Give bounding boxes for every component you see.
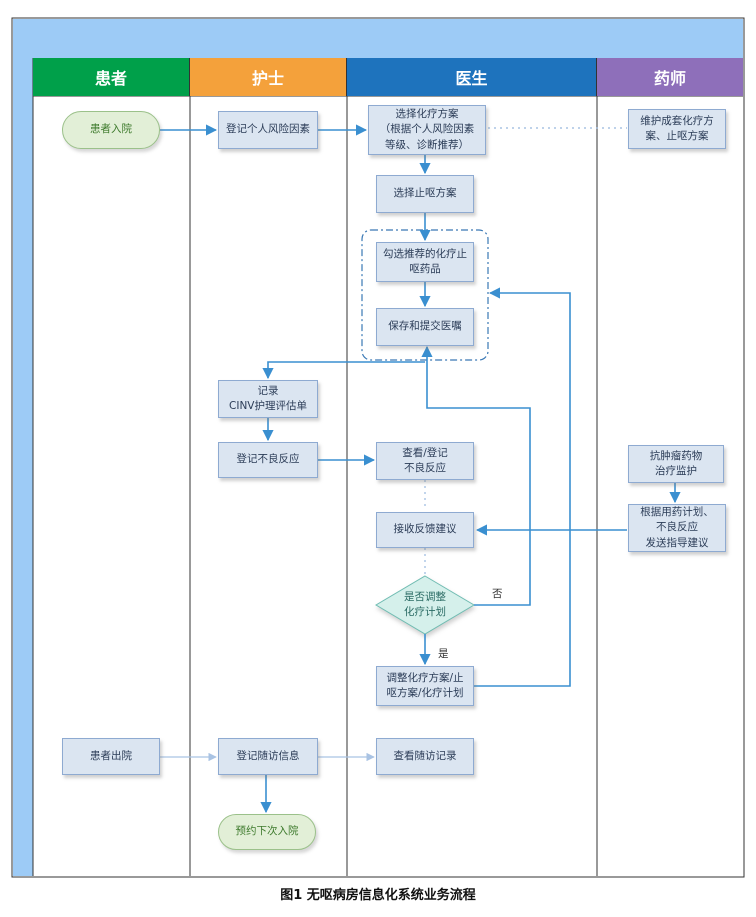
receive-feedback-step: 接收反馈建议 <box>376 512 474 548</box>
send-advice-step: 根据用药计划、 不良反应 发送指导建议 <box>628 504 726 552</box>
figure-caption: 图1 无呕病房信息化系统业务流程 <box>280 888 476 903</box>
lane-header-doctor: 医生 <box>347 58 597 96</box>
save-order-step: 保存和提交医嘱 <box>376 308 474 346</box>
register-adverse-step: 登记不良反应 <box>218 442 318 478</box>
next-admission-terminal: 预约下次入院 <box>218 814 316 850</box>
arrow-adjust-loop <box>474 287 571 687</box>
branch-no-label: 否 <box>492 588 503 600</box>
maintain-plans-step: 维护成套化疗方 案、止呕方案 <box>628 109 726 149</box>
left-strip <box>13 58 33 876</box>
antitumor-monitor-step: 抗肿瘤药物 治疗监护 <box>628 445 724 483</box>
adjust-plan-step: 调整化疗方案/止 呕方案/化疗计划 <box>376 666 474 706</box>
patient-discharge-step: 患者出院 <box>62 738 160 775</box>
register-followup-step: 登记随访信息 <box>218 738 318 775</box>
lane-header-patient: 患者 <box>33 58 190 96</box>
arrow-no-loop <box>421 345 531 606</box>
patient-admit-terminal: 患者入院 <box>62 111 160 149</box>
choose-chemo-step: 选择化疗方案 （根据个人风险因素 等级、诊断推荐） <box>368 105 486 155</box>
register-risk-step: 登记个人风险因素 <box>218 111 318 149</box>
view-adverse-step: 查看/登记 不良反应 <box>376 442 474 480</box>
record-cinv-step: 记录 CINV护理评估单 <box>218 380 318 418</box>
arrow-save-to-cinv <box>262 361 425 380</box>
top-band <box>13 19 743 58</box>
check-drugs-step: 勾选推荐的化疗止 呕药品 <box>376 242 474 282</box>
outer-frame <box>11 17 745 878</box>
lane-header-pharmacist: 药师 <box>597 58 743 96</box>
view-followup-step: 查看随访记录 <box>376 738 474 775</box>
branch-yes-label: 是 <box>438 648 449 660</box>
choose-antiemetic-step: 选择止呕方案 <box>376 175 474 213</box>
lane-header-nurse: 护士 <box>190 58 347 96</box>
group-boundary <box>361 229 489 361</box>
adjust-decision-label: 是否调整 化疗计划 <box>404 590 446 618</box>
